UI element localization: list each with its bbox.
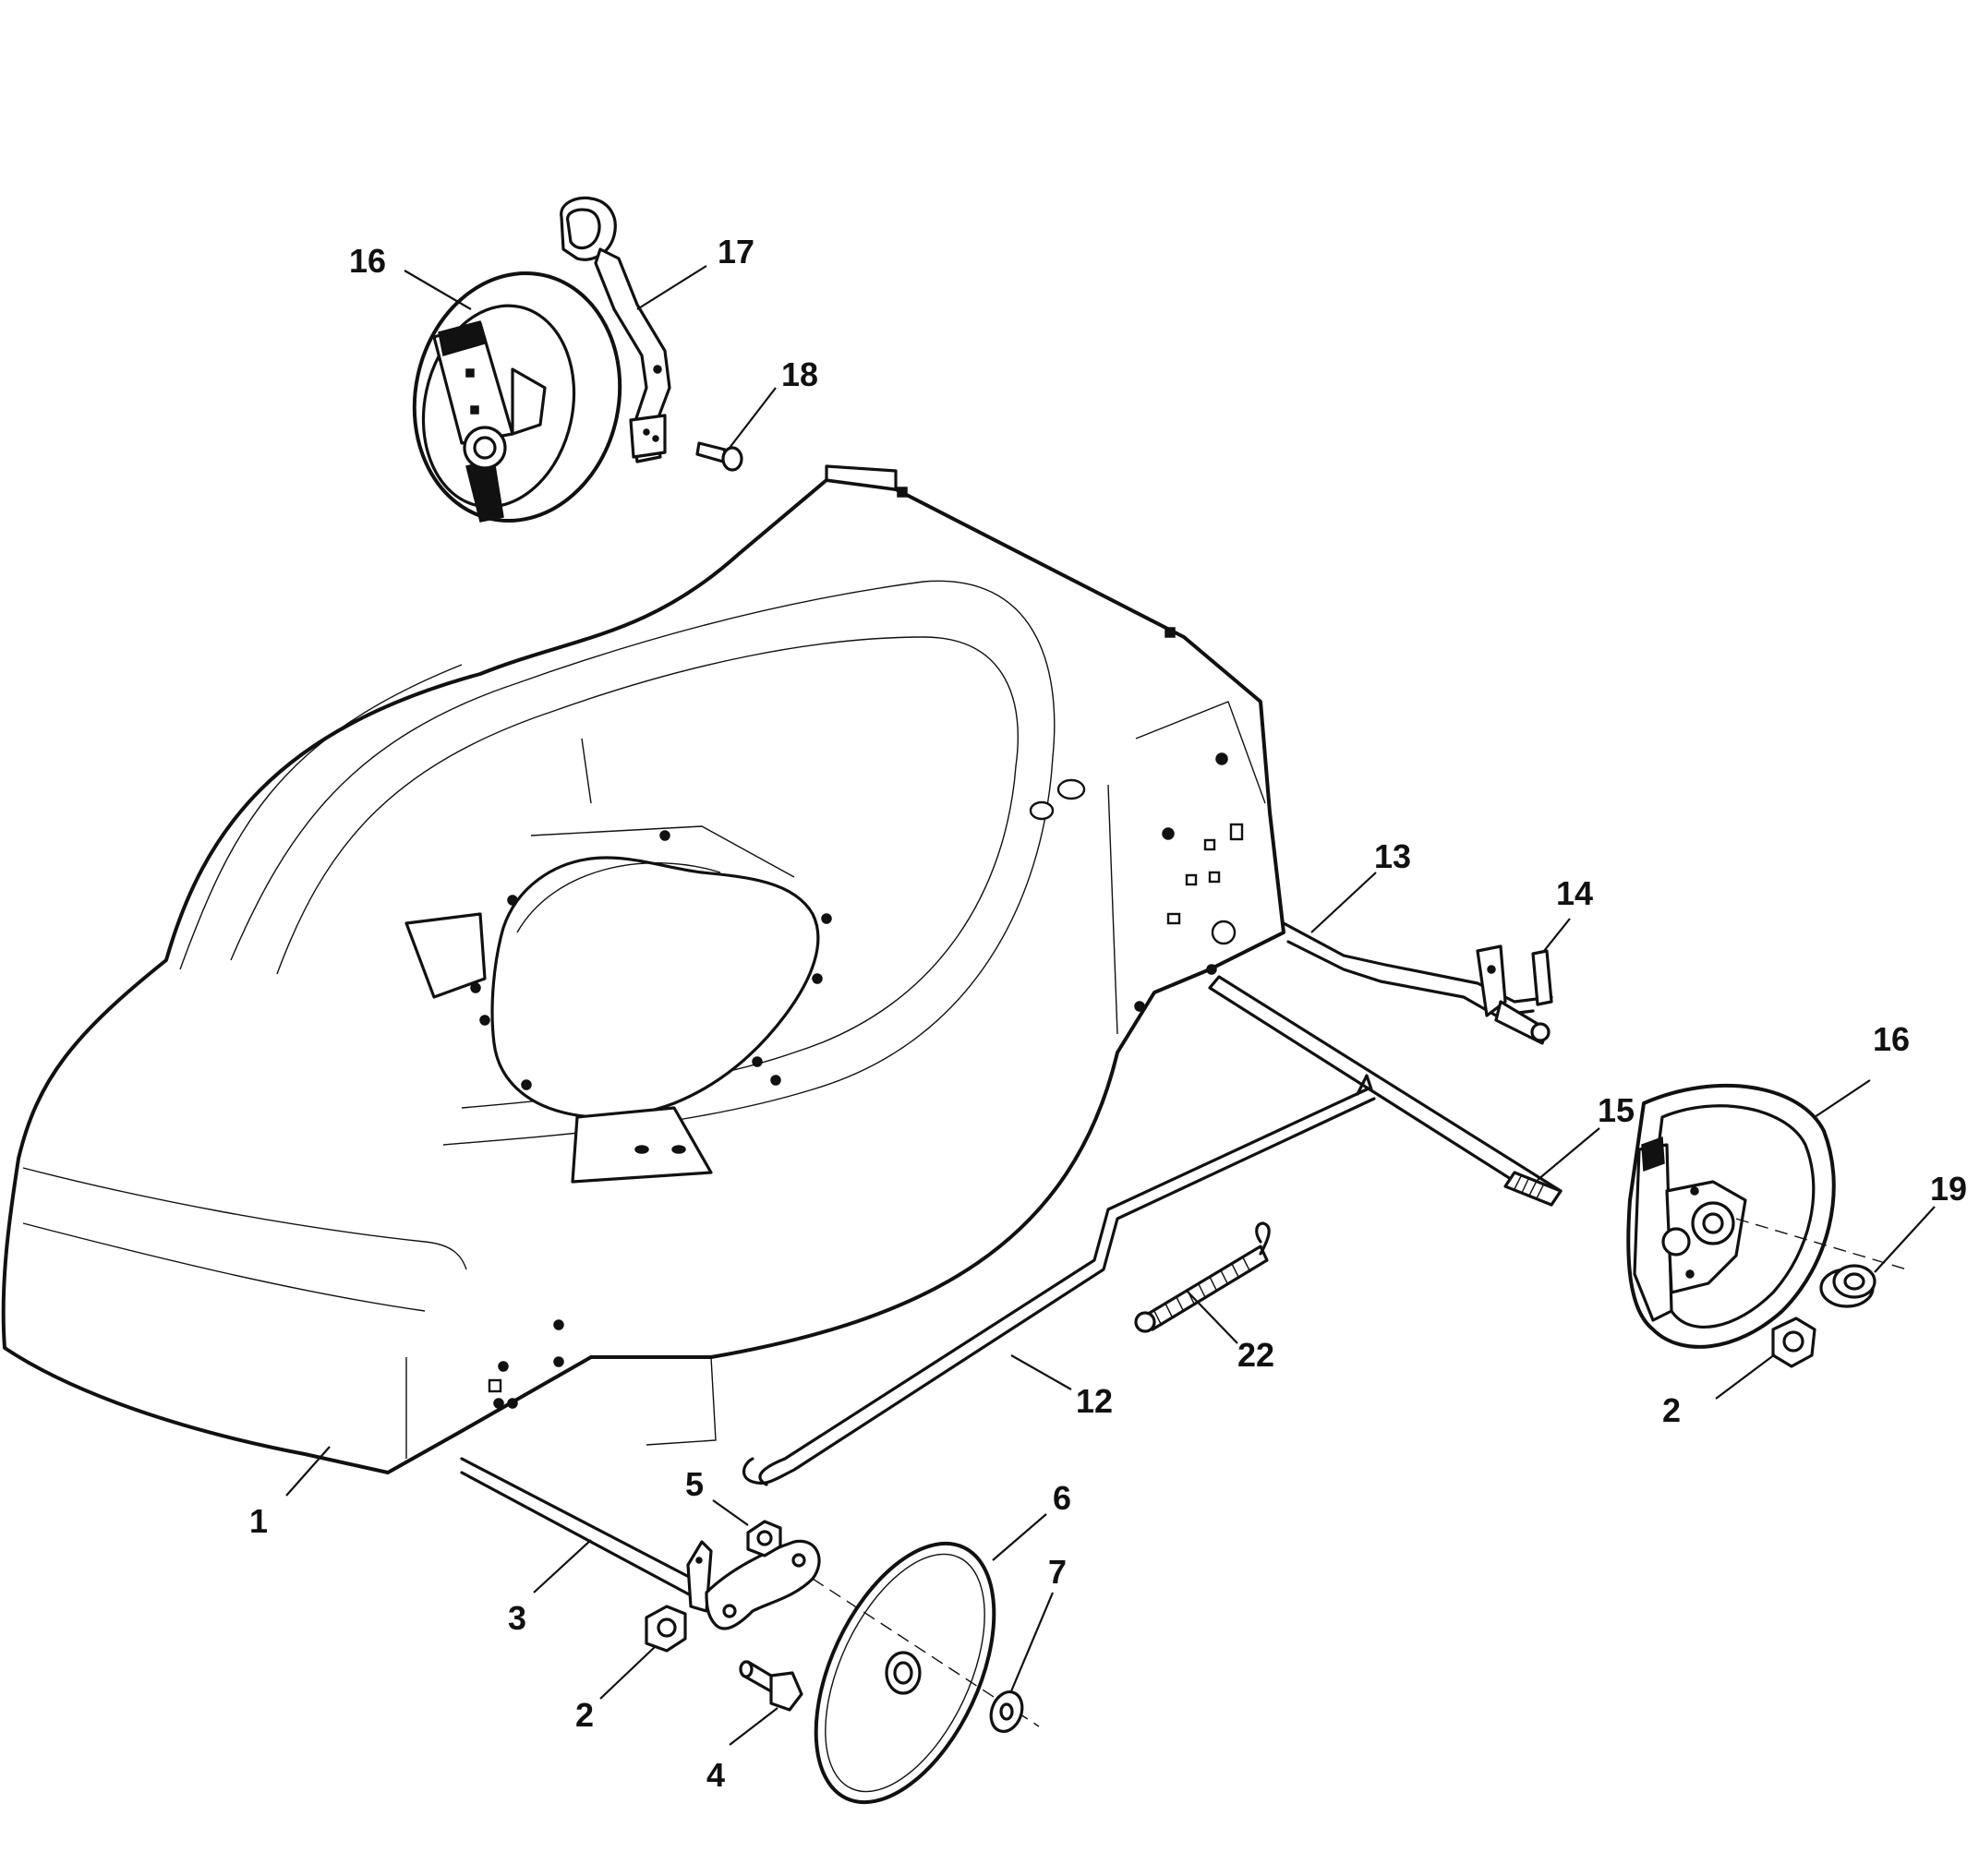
callout-2-lower: 2: [575, 1696, 594, 1734]
callout-6: 6: [1053, 1479, 1071, 1517]
callout-12: 12: [1076, 1382, 1113, 1420]
nut-5: [746, 1520, 782, 1557]
callout-22: 22: [1237, 1336, 1274, 1374]
callout-labels: 1 2 2 3 4 5 6 7 12 13 14 15 16 16 17 18 …: [249, 233, 1967, 1794]
callout-16-lower: 16: [1873, 1020, 1910, 1058]
callout-4: 4: [706, 1756, 725, 1794]
pin-14: [1531, 949, 1553, 1006]
screw-18: [695, 441, 743, 472]
front-axle-rod: [1208, 975, 1563, 1207]
washer-7: [989, 1690, 1024, 1733]
front-wheel: [812, 1541, 1040, 1805]
nut-2-right: [1771, 1317, 1816, 1368]
callout-19: 19: [1930, 1170, 1967, 1208]
callout-13: 13: [1374, 837, 1411, 875]
handle-bracket: [560, 196, 671, 463]
rear-wheel-cover-lower: [1626, 1083, 1908, 1349]
spring-22: [1134, 1221, 1271, 1333]
height-adjuster-rod: [742, 1088, 1376, 1486]
callout-5: 5: [685, 1465, 704, 1503]
callout-17: 17: [718, 233, 754, 271]
callout-14: 14: [1556, 874, 1593, 912]
leader-lines: [285, 265, 1936, 1746]
rear-wheel-cover-upper: [412, 271, 622, 523]
bolt-4: [739, 1660, 803, 1712]
callout-7: 7: [1048, 1553, 1067, 1591]
nut-2-lower: [645, 1605, 687, 1653]
callout-3: 3: [508, 1599, 526, 1637]
callout-18: 18: [781, 355, 818, 393]
callout-2-right: 2: [1662, 1391, 1681, 1429]
callout-16-upper: 16: [349, 242, 386, 280]
mower-deck: [1, 464, 1285, 1474]
bushing-19: [1819, 1264, 1876, 1308]
callout-1: 1: [249, 1502, 268, 1540]
rear-axle: [1282, 921, 1553, 1045]
callout-15: 15: [1598, 1091, 1635, 1129]
